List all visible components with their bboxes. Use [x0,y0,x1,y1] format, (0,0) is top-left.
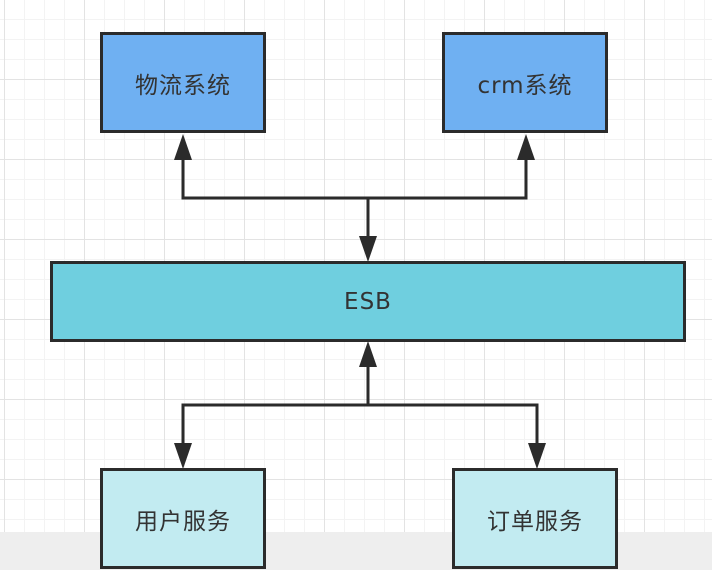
arrowhead-to-esb-bottom [359,341,377,367]
node-logistics-system[interactable]: 物流系统 [100,32,266,133]
node-order-service-label: 订单服务 [487,508,583,535]
arrowhead-to-crm [517,134,535,160]
arrowhead-to-user-service [174,443,192,469]
node-esb[interactable]: ESB [50,261,686,342]
node-user-service-label: 用户服务 [135,508,231,535]
node-esb-label: ESB [344,288,392,315]
connector-top-branch [181,160,528,200]
arrowhead-to-esb-top [359,236,377,262]
arrowhead-to-order-service [528,443,546,469]
node-crm-label: crm系统 [477,72,573,99]
node-user-service[interactable]: 用户服务 [100,468,266,569]
node-logistics-label: 物流系统 [135,72,231,99]
arrowhead-to-logistics [174,134,192,160]
connector-bottom-branch [181,403,539,444]
node-crm-system[interactable]: crm系统 [442,32,608,133]
node-order-service[interactable]: 订单服务 [452,468,618,569]
